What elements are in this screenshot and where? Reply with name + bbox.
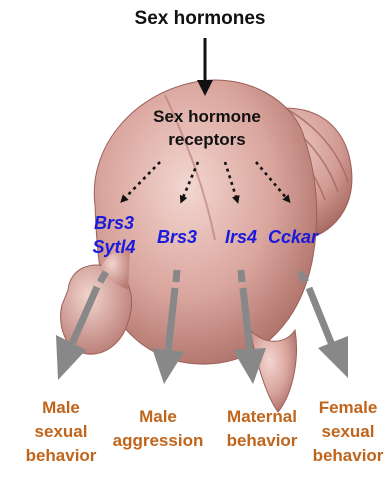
behavior-label-line: behavior [227,431,298,450]
gene-label-brs3-a: Brs3 [94,213,134,233]
receptors-label-line2: receptors [168,130,245,149]
behavior-label-line: behavior [26,446,97,465]
behavior-male-aggression: Male aggression [113,407,204,450]
gene-label-irs4: Irs4 [225,227,257,247]
behavior-male-sexual: Male sexual behavior [26,398,97,465]
behavior-label-line: aggression [113,431,204,450]
behavior-label-line: Male [42,398,80,417]
behavior-female-sexual: Female sexual behavior [313,398,384,465]
behavior-maternal: Maternal behavior [227,407,298,450]
receptors-label-line1: Sex hormone [153,107,261,126]
behavior-label-line: sexual [322,422,375,441]
behavior-label-line: Maternal [227,407,297,426]
behavior-label-line: Female [319,398,378,417]
output-arrow-female-sexual [300,272,348,378]
behavior-label-line: Male [139,407,177,426]
behavior-label-line: behavior [313,446,384,465]
behavior-label-line: sexual [35,422,88,441]
gene-label-brs3-b: Brs3 [157,227,197,247]
gene-label-cckar: Cckar [268,227,319,247]
title-sex-hormones: Sex hormones [135,8,266,29]
gene-label-sytl4: Sytl4 [92,237,135,257]
